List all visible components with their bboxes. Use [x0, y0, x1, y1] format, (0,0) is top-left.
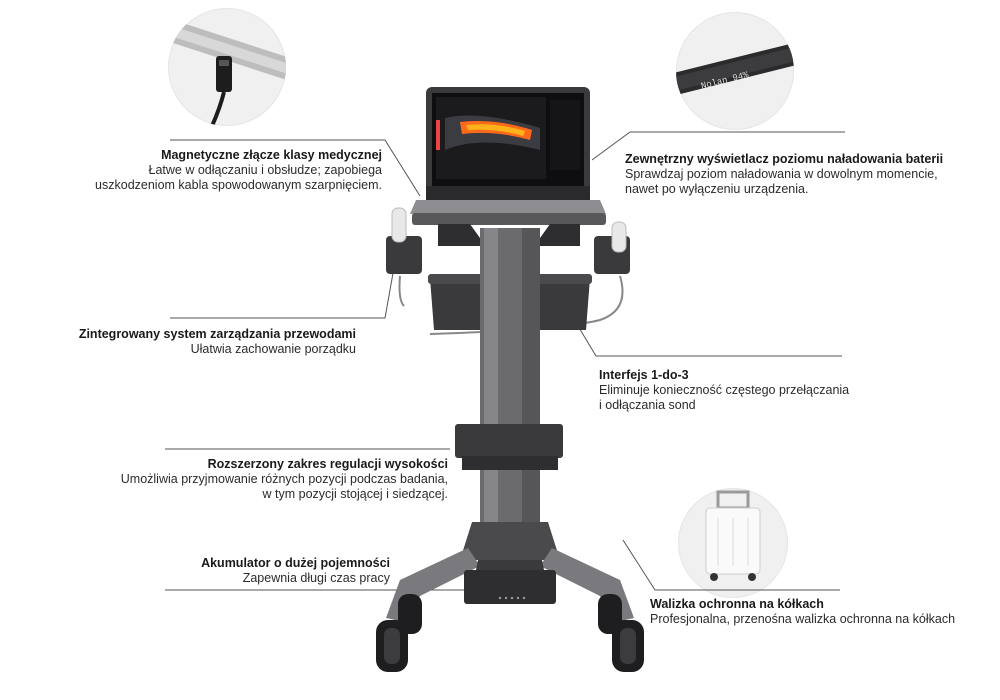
lower-tray [455, 424, 563, 458]
callout-title: Zewnętrzny wyświetlacz poziomu naładowan… [625, 152, 944, 166]
magnetic-connector-inset [168, 8, 286, 126]
callout-battery: Akumulator o dużej pojemności Zapewnia d… [120, 556, 390, 586]
callout-title: Interfejs 1-do-3 [599, 368, 689, 382]
callout-text: nawet po wyłączeniu urządzenia. [625, 182, 809, 196]
callout-text: Umożliwia przyjmowanie różnych pozycji p… [120, 472, 448, 486]
callout-interface: Interfejs 1-do-3 Eliminuje konieczność c… [599, 368, 899, 413]
callout-text: Zapewnia długi czas pracy [242, 571, 390, 585]
battery-pack [464, 570, 556, 604]
rolling-case-illustration [705, 490, 761, 581]
battery-display-illustration: Nolan 94% [676, 43, 794, 95]
callout-cable-management: Zintegrowany system zarządzania przewoda… [20, 327, 356, 357]
callout-title: Zintegrowany system zarządzania przewoda… [78, 327, 356, 341]
callout-text: Eliminuje konieczność częstego przełącza… [599, 383, 850, 397]
magnetic-connector-illustration [168, 17, 286, 126]
callout-magnetic-connector: Magnetyczne złącze klasy medycznej Łatwe… [60, 148, 382, 193]
callout-height-adjustment: Rozszerzony zakres regulacji wysokości U… [60, 457, 448, 502]
callout-battery-display: Zewnętrzny wyświetlacz poziomu naładowan… [625, 152, 997, 197]
callout-text: Profesjonalna, przenośna walizka ochronn… [650, 612, 956, 626]
callout-text: uszkodzeniom kabla spowodowanym szarpnię… [95, 178, 382, 192]
callout-text: Łatwe w odłączaniu i obsłudze; zapobiega [148, 163, 383, 177]
callout-text: w tym pozycji stojącej i siedzącej. [262, 487, 448, 501]
rolling-case-inset [678, 488, 788, 598]
callout-title: Magnetyczne złącze klasy medycznej [161, 148, 382, 162]
battery-display-inset: Nolan 94% [676, 12, 794, 130]
callout-title: Akumulator o dużej pojemności [201, 556, 390, 570]
callout-text: Ułatwia zachowanie porządku [190, 342, 356, 356]
callout-text: i odłączania sond [599, 398, 696, 412]
left-probe-holder [386, 236, 422, 274]
keyboard-base [410, 200, 606, 214]
wheels [376, 594, 644, 672]
callout-title: Walizka ochronna na kółkach [650, 597, 824, 611]
callout-text: Sprawdzaj poziom naładowania w dowolnym … [625, 167, 938, 181]
callout-rolling-case: Walizka ochronna na kółkach Profesjonaln… [650, 597, 998, 627]
callout-title: Rozszerzony zakres regulacji wysokości [207, 457, 448, 471]
